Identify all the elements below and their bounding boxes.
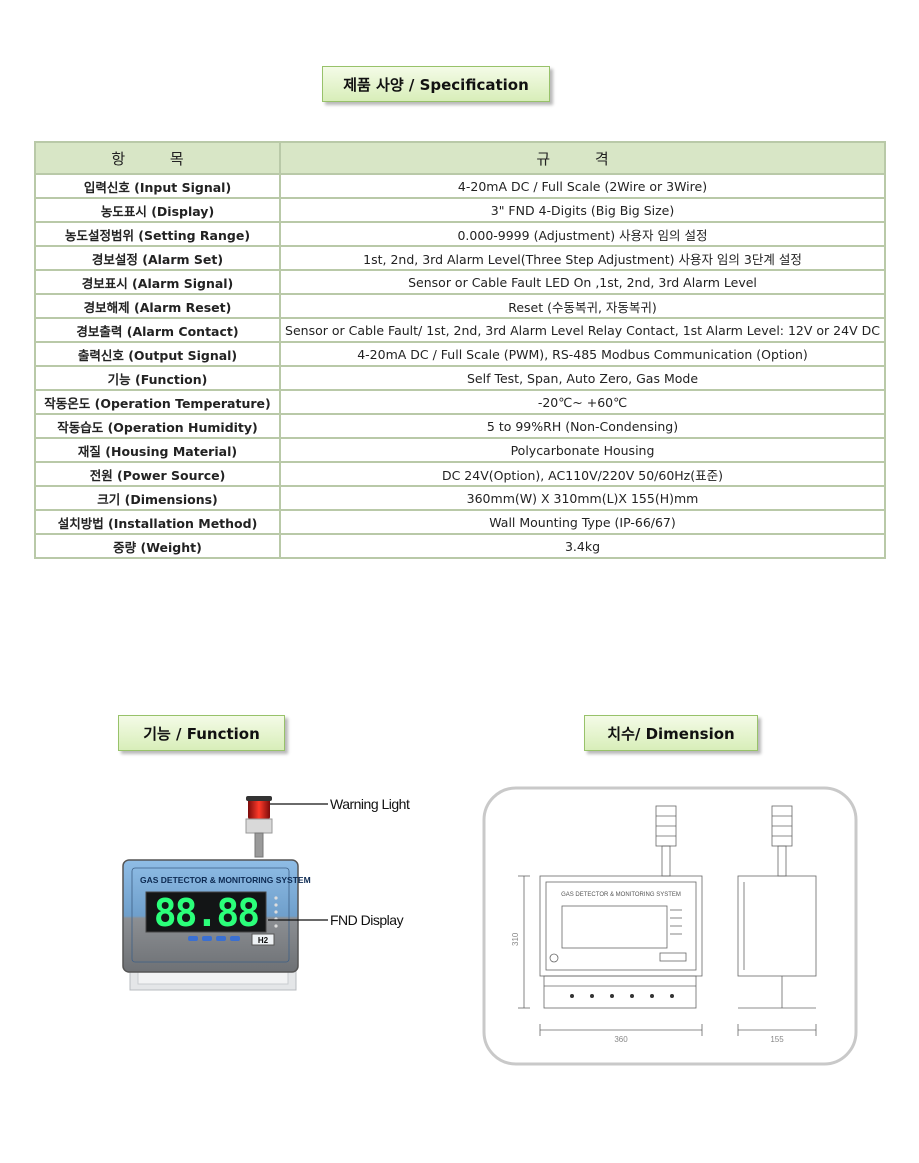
height-dimension-label: 310 (511, 932, 520, 946)
spec-section-title: 제품 사양 / Specification (322, 66, 550, 102)
table-row: 전원 (Power Source)DC 24V(Option), AC110V/… (34, 461, 886, 487)
spec-value-cell: Polycarbonate Housing (279, 437, 886, 463)
spec-item-cell: 경보해제 (Alarm Reset) (34, 293, 281, 319)
spec-item-cell: 기능 (Function) (34, 365, 281, 391)
table-row: 경보출력 (Alarm Contact)Sensor or Cable Faul… (34, 317, 886, 343)
device-illustration: GAS DETECTOR & MONITORING SYSTEM 88.88 H… (122, 796, 328, 991)
table-row: 설치방법 (Installation Method)Wall Mounting … (34, 509, 886, 535)
fnd-display-label: FND Display (330, 912, 404, 928)
function-section-title: 기능 / Function (118, 715, 285, 751)
table-row: 재질 (Housing Material)Polycarbonate Housi… (34, 437, 886, 463)
table-header-row: 항 목 규 격 (34, 141, 886, 175)
spec-item-cell: 크기 (Dimensions) (34, 485, 281, 511)
spec-table: 항 목 규 격 입력신호 (Input Signal)4-20mA DC / F… (34, 141, 886, 559)
spec-table-body: 입력신호 (Input Signal)4-20mA DC / Full Scal… (34, 173, 886, 559)
spec-item-cell: 출력신호 (Output Signal) (34, 341, 281, 367)
spec-item-cell: 중량 (Weight) (34, 533, 281, 559)
spec-value-cell: 3" FND 4-Digits (Big Big Size) (279, 197, 886, 223)
spec-item-cell: 경보표시 (Alarm Signal) (34, 269, 281, 295)
spec-value-cell: 0.000-9999 (Adjustment) 사용자 임의 설정 (279, 221, 886, 247)
table-row: 농도표시 (Display)3" FND 4-Digits (Big Big S… (34, 197, 886, 223)
header-item: 항 목 (34, 141, 281, 175)
spec-value-cell: Self Test, Span, Auto Zero, Gas Mode (279, 365, 886, 391)
spec-value-cell: -20℃~ +60℃ (279, 389, 886, 415)
spec-item-cell: 입력신호 (Input Signal) (34, 173, 281, 199)
panel-title: GAS DETECTOR & MONITORING SYSTEM (140, 875, 311, 885)
dimension-section-title: 치수/ Dimension (584, 715, 758, 751)
drawing-panel-title: GAS DETECTOR & MONITORING SYSTEM (561, 892, 681, 898)
table-row: 작동습도 (Operation Humidity)5 to 99%RH (Non… (34, 413, 886, 439)
dimension-drawing: GAS DETECTOR & MONITORING SYSTEM 310 360… (482, 786, 858, 1066)
spec-item-cell: 전원 (Power Source) (34, 461, 281, 487)
warning-light-label: Warning Light (330, 796, 410, 812)
spec-value-cell: Reset (수동복귀, 자동복귀) (279, 293, 886, 319)
warning-light (245, 796, 273, 858)
table-row: 중량 (Weight)3.4kg (34, 533, 886, 559)
spec-value-cell: Sensor or Cable Fault/ 1st, 2nd, 3rd Ala… (279, 317, 886, 343)
spec-value-cell: DC 24V(Option), AC110V/220V 50/60Hz(표준) (279, 461, 886, 487)
dimension-illustration: GAS DETECTOR & MONITORING SYSTEM 310 360… (482, 786, 858, 1066)
status-leds (274, 896, 278, 928)
spec-value-cell: Wall Mounting Type (IP-66/67) (279, 509, 886, 535)
spec-item-cell: 설치방법 (Installation Method) (34, 509, 281, 535)
table-row: 기능 (Function)Self Test, Span, Auto Zero,… (34, 365, 886, 391)
spec-item-cell: 경보설정 (Alarm Set) (34, 245, 281, 271)
spec-value-cell: 3.4kg (279, 533, 886, 559)
table-row: 경보해제 (Alarm Reset)Reset (수동복귀, 자동복귀) (34, 293, 886, 319)
spec-item-cell: 작동온도 (Operation Temperature) (34, 389, 281, 415)
spec-item-cell: 농도설정범위 (Setting Range) (34, 221, 281, 247)
spec-item-cell: 재질 (Housing Material) (34, 437, 281, 463)
spec-value-cell: Sensor or Cable Fault LED On ,1st, 2nd, … (279, 269, 886, 295)
table-row: 크기 (Dimensions)360mm(W) X 310mm(L)X 155(… (34, 485, 886, 511)
header-spec: 규 격 (279, 141, 886, 175)
spec-value-cell: 5 to 99%RH (Non-Condensing) (279, 413, 886, 439)
detector-body: GAS DETECTOR & MONITORING SYSTEM 88.88 H… (122, 859, 311, 973)
table-row: 입력신호 (Input Signal)4-20mA DC / Full Scal… (34, 173, 886, 199)
table-row: 농도설정범위 (Setting Range)0.000-9999 (Adjust… (34, 221, 886, 247)
spec-value-cell: 4-20mA DC / Full Scale (2Wire or 3Wire) (279, 173, 886, 199)
spec-value-cell: 360mm(W) X 310mm(L)X 155(H)mm (279, 485, 886, 511)
spec-item-cell: 농도표시 (Display) (34, 197, 281, 223)
device-figure: GAS DETECTOR & MONITORING SYSTEM 88.88 H… (118, 788, 438, 1008)
gas-label: H2 (258, 936, 269, 945)
spec-value-cell: 1st, 2nd, 3rd Alarm Level(Three Step Adj… (279, 245, 886, 271)
table-row: 경보설정 (Alarm Set)1st, 2nd, 3rd Alarm Leve… (34, 245, 886, 271)
table-row: 출력신호 (Output Signal)4-20mA DC / Full Sca… (34, 341, 886, 367)
control-buttons (188, 936, 240, 941)
table-row: 작동온도 (Operation Temperature)-20℃~ +60℃ (34, 389, 886, 415)
depth-dimension-label: 155 (770, 1035, 784, 1044)
width-dimension-label: 360 (614, 1035, 628, 1044)
fnd-readout: 88.88 (154, 891, 259, 935)
spec-value-cell: 4-20mA DC / Full Scale (PWM), RS-485 Mod… (279, 341, 886, 367)
spec-item-cell: 작동습도 (Operation Humidity) (34, 413, 281, 439)
spec-item-cell: 경보출력 (Alarm Contact) (34, 317, 281, 343)
table-row: 경보표시 (Alarm Signal)Sensor or Cable Fault… (34, 269, 886, 295)
